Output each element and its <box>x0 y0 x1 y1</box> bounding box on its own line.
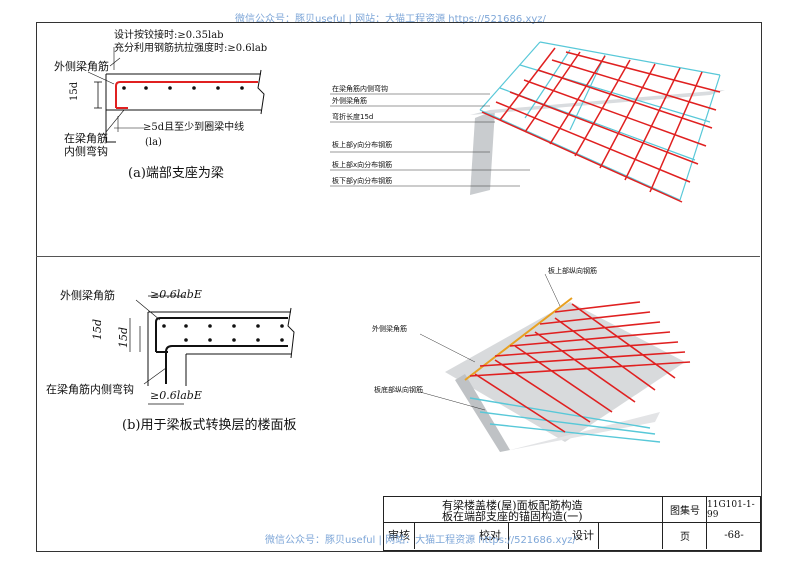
title-line-2: 板在端部支座的锚固构造(一) <box>442 510 583 523</box>
panel-a-la-note: (la) <box>145 137 162 148</box>
panel-b-3d-mesh <box>419 273 691 452</box>
panel-a-3d-label-3: 弯折长度15d <box>332 113 374 121</box>
panel-b-outer-bar-label: 外侧梁角筋 <box>60 289 115 302</box>
panel-a-red-rebars <box>481 47 721 203</box>
title-cell-sep-3 <box>598 522 599 549</box>
panel-b-dim-bottom: ≥0.6labE <box>150 389 202 402</box>
panel-divider <box>36 256 760 257</box>
panel-a-dim-15d: 15d <box>69 81 80 101</box>
panel-a-inner-hook-2: 内侧弯钩 <box>64 145 108 158</box>
panel-b-caption: (b)用于梁板式转换层的楼面板 <box>122 418 297 433</box>
panel-b-3d-label-top: 板上部纵向钢筋 <box>548 267 597 275</box>
drawing-frame <box>36 22 762 552</box>
atlas-label: 图集号 <box>662 497 707 522</box>
panel-a-detail <box>87 47 265 143</box>
panel-a-3d-label-2: 外侧梁角筋 <box>332 97 367 105</box>
panel-b-red-rebars <box>469 301 691 433</box>
watermark-top: 微信公众号：豚贝useful | 网站：大猫工程资源 https://52168… <box>235 14 546 25</box>
panel-b-inner-hook-label: 在梁角筋内侧弯钩 <box>46 383 134 396</box>
panel-a-3d-mesh <box>330 41 725 203</box>
panel-a-note1: 设计按铰接时:≥0.35lab <box>114 30 224 41</box>
panel-b-detail <box>129 295 295 405</box>
panel-a-3d-label-4: 板上部y向分布钢筋 <box>332 141 393 149</box>
panel-b-3d-label-outer: 外侧梁角筋 <box>372 325 407 333</box>
panel-a-3d-label-5: 板上部x向分布钢筋 <box>332 161 393 169</box>
title-cell-sep-1 <box>414 522 415 549</box>
design-label: 设计 <box>572 529 594 542</box>
page-label: 页 <box>662 522 707 549</box>
panel-b-dim-15d-a: 15d <box>91 318 104 340</box>
panel-a-3d-label-6: 板下部y向分布钢筋 <box>332 177 393 185</box>
title-block-divider-h <box>384 522 760 523</box>
panel-a-caption: (a)端部支座为梁 <box>128 166 224 181</box>
panel-b-dim-top: ≥0.6labE <box>150 288 202 301</box>
watermark-bottom: 微信公众号：豚贝useful | 网站：大猫工程资源 https://52168… <box>265 535 576 546</box>
review-label: 审核 <box>388 529 410 542</box>
title-block: 有梁楼盖楼(屋)面板配筋构造 板在端部支座的锚固构造(一) 图集号 11G101… <box>383 496 761 551</box>
panel-a-outer-bar-label: 外侧梁角筋 <box>54 60 109 73</box>
title-cell-sep-2 <box>508 522 509 549</box>
panel-a-inner-hook-1: 在梁角筋 <box>64 132 108 145</box>
panel-b-3d-label-bottom: 板底部纵向钢筋 <box>374 386 423 394</box>
atlas-number: 11G101-1-99 <box>706 497 761 522</box>
panel-a-3d-label-1: 在梁角筋内侧弯钩 <box>332 85 388 93</box>
title-line-1: 有梁楼盖楼(屋)面板配筋构造 <box>442 499 583 512</box>
check-label: 校对 <box>479 529 501 542</box>
panel-a-note2: 充分利用钢筋抗拉强度时:≥0.6lab <box>114 43 268 54</box>
panel-b-dim-15d-b: 15d <box>117 326 130 348</box>
page-number: -68- <box>706 522 761 549</box>
panel-a-anchor-note: ≥5d且至少到圈梁中线 <box>143 122 245 133</box>
